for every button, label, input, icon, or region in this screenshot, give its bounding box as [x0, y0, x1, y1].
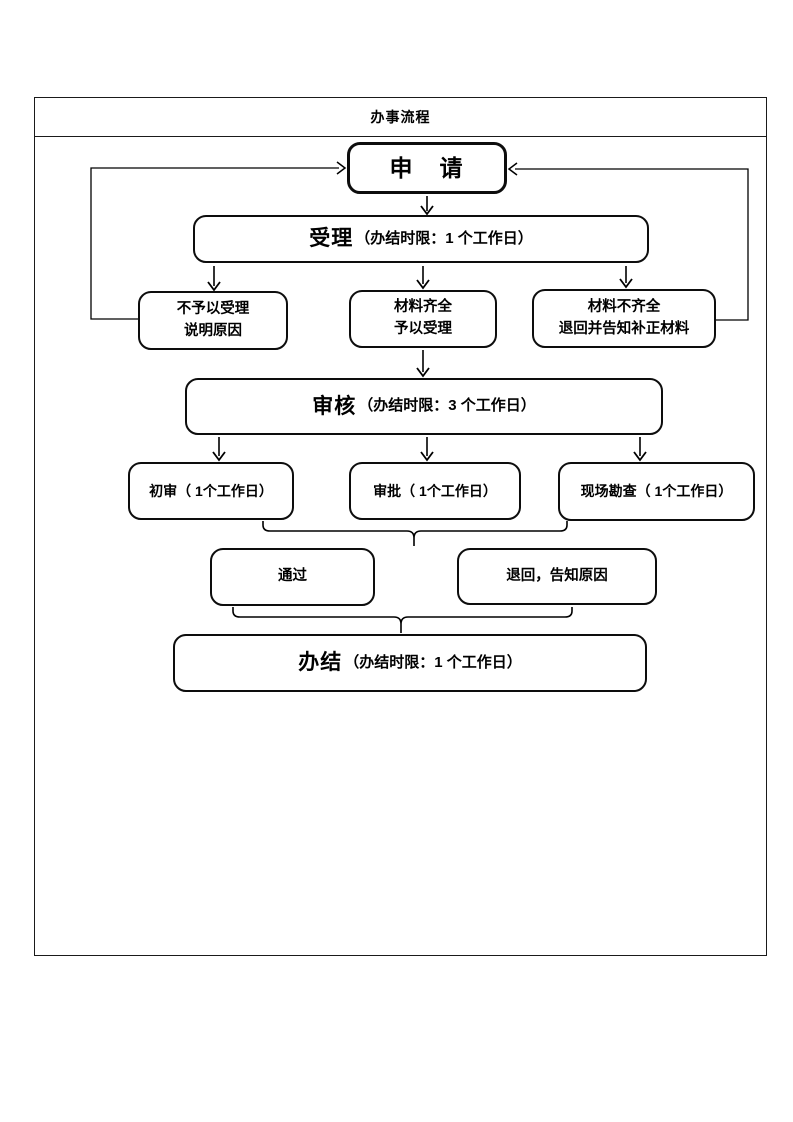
- node-materials-incomplete-label: 材料不齐全 退回并告知补正材料: [559, 297, 690, 341]
- node-apply: 申 请: [347, 142, 507, 194]
- node-review: 审核（办结时限：3 个工作日）: [185, 378, 663, 435]
- node-accept-note: （办结时限：1 个工作日）: [355, 229, 533, 247]
- node-materials-incomplete: 材料不齐全 退回并告知补正材料: [532, 289, 716, 348]
- node-materials-incomplete-line1: 材料不齐全: [587, 298, 661, 315]
- node-finish-note: （办结时限：1 个工作日）: [344, 653, 522, 671]
- node-site-survey-label: 现场勘查（ 1个工作日）: [580, 483, 733, 499]
- node-pass: 通过: [210, 548, 375, 606]
- node-review-title: 审核: [312, 394, 357, 418]
- node-reject-line1: 不予以受理: [176, 300, 250, 317]
- node-materials-complete-line2: 予以受理: [394, 321, 452, 337]
- node-review-note: （办结时限：3 个工作日）: [358, 397, 536, 415]
- node-finish: 办结（办结时限：1 个工作日）: [173, 634, 647, 692]
- node-materials-incomplete-line2: 退回并告知补正材料: [558, 320, 690, 337]
- node-preliminary-review-label: 初审（ 1个工作日）: [149, 482, 273, 499]
- node-apply-label: 申 请: [389, 154, 465, 181]
- title-row: 办事流程: [34, 97, 767, 137]
- node-pass-label: 通过: [278, 568, 307, 585]
- node-materials-complete: 材料齐全 予以受理: [349, 290, 497, 348]
- node-preliminary-review: 初审（ 1个工作日）: [128, 462, 294, 520]
- node-finish-title: 办结: [298, 651, 343, 675]
- page-title: 办事流程: [370, 109, 431, 125]
- node-reject: 不予以受理 说明原因: [138, 291, 288, 350]
- node-site-survey: 现场勘查（ 1个工作日）: [558, 462, 755, 521]
- node-return-label: 退回，告知原因: [506, 567, 608, 584]
- node-approval-label: 审批（ 1个工作日）: [373, 482, 497, 499]
- node-reject-line2: 说明原因: [184, 322, 242, 339]
- node-accept-title: 受理: [309, 227, 354, 251]
- node-materials-complete-line1: 材料齐全: [394, 299, 452, 316]
- node-approval: 审批（ 1个工作日）: [349, 462, 521, 520]
- node-reject-label: 不予以受理 说明原因: [177, 299, 250, 343]
- node-materials-complete-label: 材料齐全 予以受理: [394, 297, 452, 341]
- node-accept: 受理（办结时限：1 个工作日）: [193, 215, 649, 263]
- node-return: 退回，告知原因: [457, 548, 657, 605]
